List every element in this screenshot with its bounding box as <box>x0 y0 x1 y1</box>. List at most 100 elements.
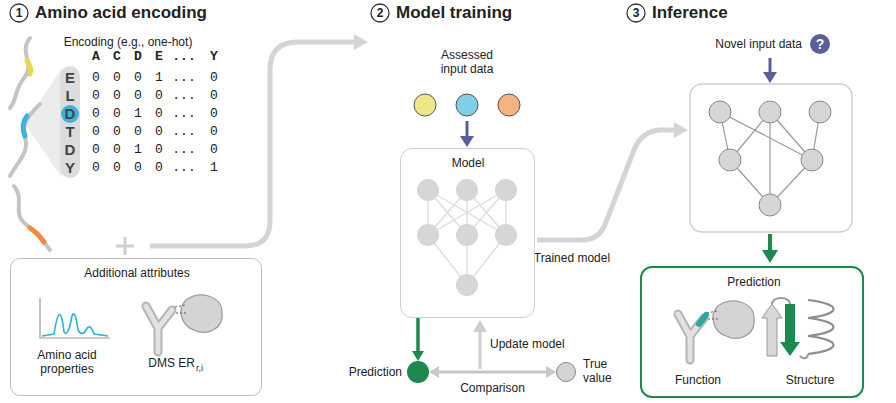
table-header: ... <box>172 49 195 65</box>
attribute-panel: Additional attributesAmino acid properti… <box>10 258 262 396</box>
antibody-icon <box>146 295 222 352</box>
input-arrow <box>769 58 772 74</box>
prediction-dot: Prediction <box>407 361 429 383</box>
table-header: E <box>155 49 163 65</box>
table-cell: 0 <box>134 124 142 140</box>
segment-orange <box>30 228 44 242</box>
connector <box>437 371 548 374</box>
table-cell: 1 <box>134 142 142 158</box>
icon-label: Amino acid properties <box>21 348 113 377</box>
residue-letter: Y <box>65 159 75 177</box>
input-samples <box>414 94 520 116</box>
arrowhead <box>762 250 778 263</box>
segment-blue <box>23 116 27 136</box>
table-cell: 0 <box>134 160 142 176</box>
table-cell: 0 <box>92 160 100 176</box>
plus-sign <box>116 237 134 255</box>
step-number: 2 <box>377 6 384 20</box>
icon-label: DMS ER <box>148 356 195 370</box>
node-label: Novel input data <box>715 37 802 51</box>
question-mark: ? <box>816 36 825 53</box>
arrowhead <box>354 34 368 50</box>
table-cell: 0 <box>92 142 100 158</box>
table-cell: 0 <box>210 106 218 122</box>
inference-model-box <box>690 84 852 232</box>
table-cell: 0 <box>155 124 163 140</box>
table-header: A <box>92 49 100 65</box>
arrowhead <box>460 136 474 147</box>
arrowhead <box>473 320 487 332</box>
table-cell: 0 <box>155 106 163 122</box>
step-number: 1 <box>16 6 23 20</box>
residue-letter: L <box>65 87 74 105</box>
table-cell: 1 <box>134 106 142 122</box>
table-cell: 0 <box>113 88 121 104</box>
table-cell: 0 <box>134 70 142 86</box>
table-cell: 0 <box>210 70 218 86</box>
spectrum-icon <box>40 298 110 338</box>
flow-arrow <box>150 42 356 246</box>
table-cell: 0 <box>210 142 218 158</box>
flow-arrow <box>537 130 676 240</box>
table-cell: 0 <box>92 106 100 122</box>
arrowhead <box>674 122 688 138</box>
caption-text: Encoding (e.g., one-hot) <box>64 35 193 49</box>
table-cell: 0 <box>92 88 100 104</box>
segment-yellow <box>27 60 31 74</box>
arrowhead <box>763 72 777 83</box>
table-cell: 0 <box>113 160 121 176</box>
table-header: Y <box>210 49 218 65</box>
table-cell: ... <box>172 124 195 140</box>
icon-label: Structure <box>786 373 835 387</box>
true-value-dot: True value <box>556 362 576 382</box>
subscript: r,i <box>196 363 203 374</box>
input-arrow <box>466 121 469 138</box>
box-title: Prediction <box>727 275 780 289</box>
table-cell: 0 <box>113 106 121 122</box>
connector <box>416 318 420 353</box>
table-header: D <box>134 49 142 65</box>
table-cell: 0 <box>113 142 121 158</box>
node-label: True value <box>583 357 619 386</box>
network-nodes <box>709 101 831 216</box>
function-icon <box>678 301 754 360</box>
table-cell: ... <box>172 106 195 122</box>
section-heading: Model training <box>396 3 512 23</box>
table-cell: 0 <box>210 124 218 140</box>
panel-title: Additional attributes <box>84 266 189 280</box>
table-cell: 0 <box>92 124 100 140</box>
table-cell: 0 <box>113 70 121 86</box>
network-links <box>428 190 506 285</box>
node-label: Prediction <box>349 365 402 379</box>
zoom-wedge <box>25 68 62 178</box>
table-cell: ... <box>172 160 195 176</box>
section-heading: Amino acid encoding <box>35 3 207 23</box>
step-number: 3 <box>633 6 640 20</box>
output-arrow <box>768 234 772 252</box>
arrowhead <box>429 366 439 378</box>
annotation: Assessed input data <box>427 48 507 77</box>
table-cell: ... <box>172 142 195 158</box>
model-box: Model <box>400 148 535 318</box>
table-header: C <box>113 49 121 65</box>
prediction-box: PredictionFunction Structure <box>640 266 864 398</box>
annotation: Trained model <box>534 251 610 265</box>
table-cell: ... <box>172 88 195 104</box>
box-title: Model <box>452 156 485 170</box>
edge-label: Comparison <box>458 381 527 395</box>
icon-label: Function <box>675 373 721 387</box>
table-cell: 1 <box>210 160 218 176</box>
annotation: Update model <box>490 337 565 351</box>
residue-letter: E <box>65 69 75 87</box>
peptide-strands <box>10 38 50 250</box>
table-cell: 0 <box>92 70 100 86</box>
residue-letter: T <box>65 123 74 141</box>
table-cell: 0 <box>155 160 163 176</box>
residue-letter: D <box>65 141 76 159</box>
residue-letter: D <box>65 105 76 123</box>
table-cell: ... <box>172 70 195 86</box>
table-cell: 0 <box>155 88 163 104</box>
update-arrow <box>479 330 482 369</box>
structure-icon <box>762 298 834 358</box>
